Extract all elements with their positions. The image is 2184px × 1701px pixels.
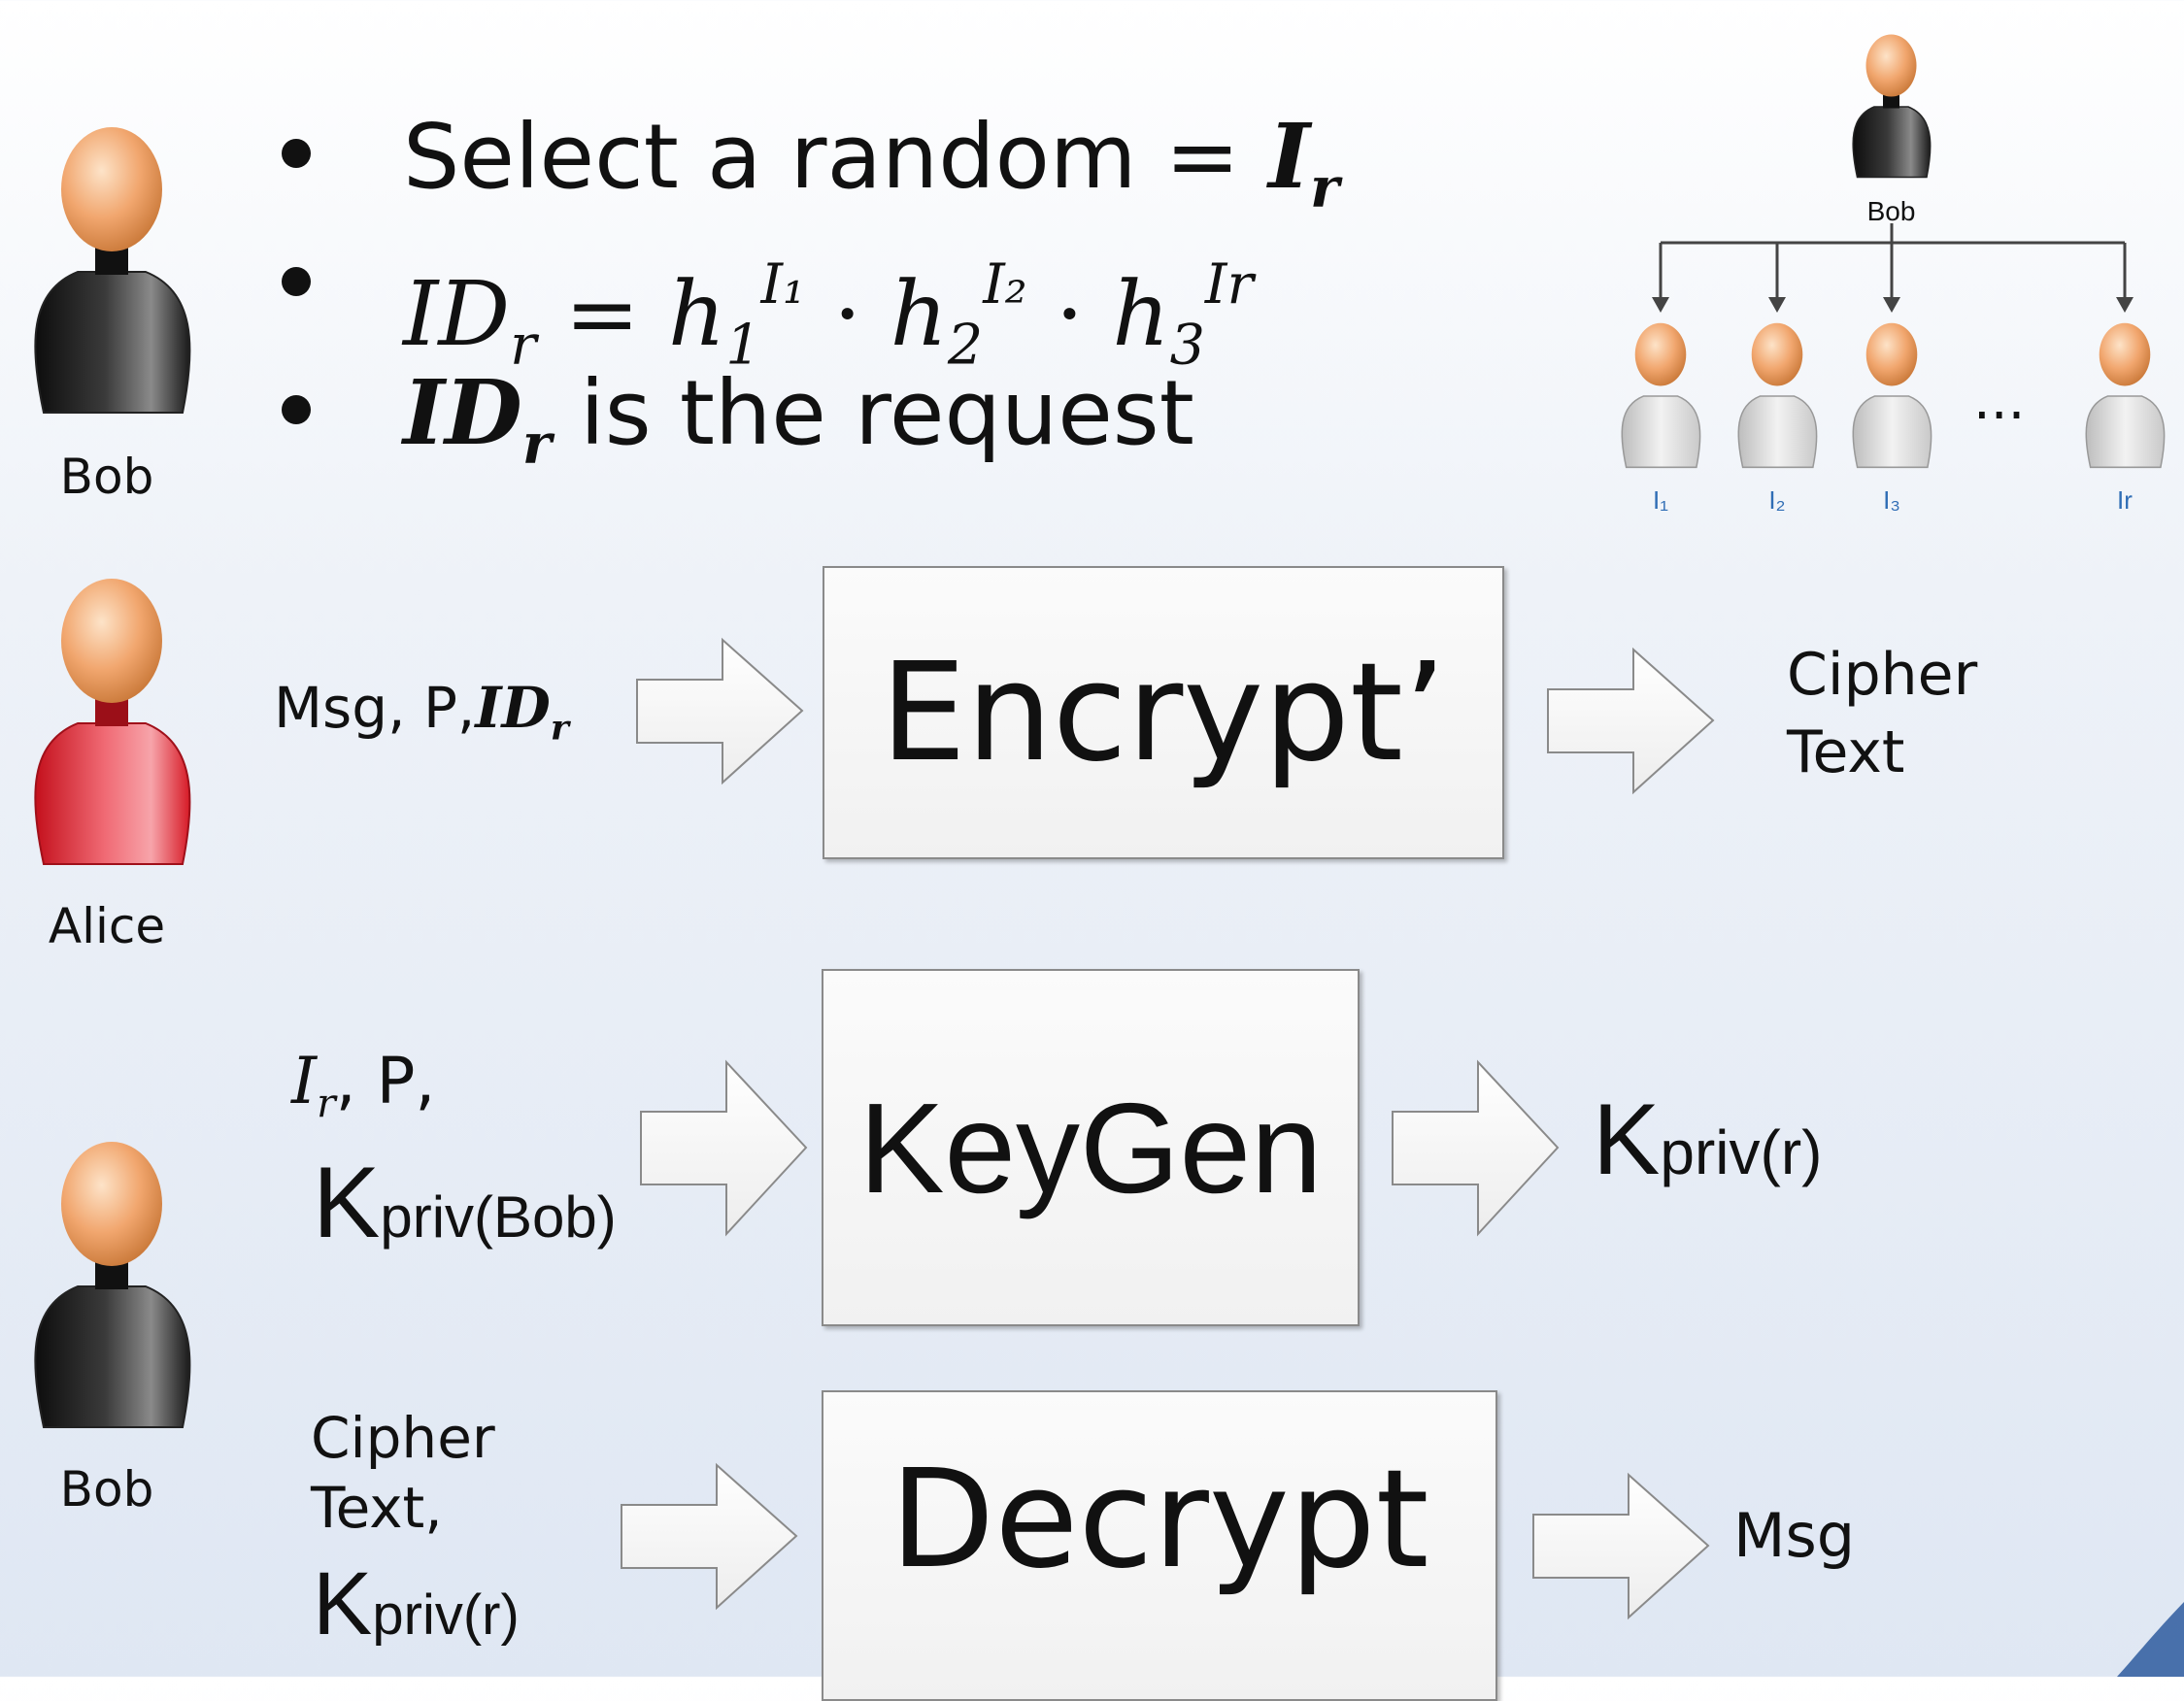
child-label: Ir — [2117, 485, 2133, 515]
encrypt-input: Msg, P,IDr — [274, 675, 569, 749]
decrypt-input-line: Text, — [311, 1475, 443, 1541]
bullet-dot — [282, 395, 311, 424]
decrypt-box-label: Decrypt — [890, 1441, 1429, 1599]
bullet-text: is the request — [551, 361, 1194, 465]
bob-bottom-person-icon — [34, 1142, 191, 1428]
decrypt-output: Msg — [1733, 1500, 1856, 1571]
bob-top-label: Bob — [59, 449, 154, 505]
bullet-list: Select a random = Ir IDr = h1I₁ · h2I₂ ·… — [282, 92, 1339, 477]
math-var: I — [291, 1044, 318, 1118]
keygen-input-text: , P, — [335, 1044, 436, 1118]
keygen-box: KeyGen — [822, 969, 1360, 1326]
math-sub: r — [1310, 154, 1340, 220]
bullet-dot — [282, 267, 311, 296]
child-person-icon — [2085, 322, 2166, 469]
math-op: · — [804, 261, 890, 366]
encrypt-box: Encrypt’ — [823, 566, 1504, 859]
hierarchy-root-label: Bob — [1866, 196, 1916, 226]
bullet-dot — [282, 139, 311, 168]
child-person-icon — [1852, 322, 1932, 469]
math-sub: r — [510, 313, 537, 378]
bullet-request: IDr is the request — [282, 349, 1339, 477]
math-sub: r — [550, 707, 569, 749]
math-sup: I₁ — [760, 252, 805, 317]
keygen-output: Kpriv(r) — [1593, 1083, 1822, 1198]
hierarchy-root-icon — [1852, 34, 1932, 179]
math-var: ID — [403, 261, 511, 366]
math-sub: 1 — [725, 313, 761, 378]
decrypt-box: Decrypt — [822, 1390, 1497, 1701]
bob-person-icon — [34, 127, 191, 414]
key-subscript: priv(r) — [1660, 1117, 1823, 1187]
key-subscript: priv(Bob) — [380, 1184, 617, 1250]
bullet-text: Select a random = — [403, 105, 1269, 209]
decrypt-input-key: Kpriv(r) — [313, 1553, 520, 1655]
key-symbol: K — [313, 1554, 373, 1653]
math-sub: 3 — [1169, 313, 1205, 378]
child-label: I₁ — [1653, 485, 1668, 515]
math-var: h — [667, 261, 726, 366]
bob-bottom-label: Bob — [59, 1461, 154, 1518]
arrow-right-icon — [636, 637, 804, 785]
math-var: h — [1112, 261, 1170, 366]
math-sub: r — [317, 1080, 336, 1127]
encrypt-input-text: Msg, P, — [274, 675, 476, 741]
arrow-right-icon — [1532, 1472, 1710, 1620]
keygen-input-key: Kpriv(Bob) — [313, 1146, 617, 1261]
arrow-right-icon — [1392, 1059, 1560, 1237]
math-sub: r — [521, 411, 552, 477]
keygen-box-label: KeyGen — [858, 1076, 1323, 1219]
alice-person-icon — [34, 579, 191, 865]
child-person-icon — [1621, 322, 1701, 469]
bullet-select-random: Select a random = Ir — [282, 92, 1339, 220]
math-sub: 2 — [947, 313, 984, 378]
key-symbol: K — [1593, 1084, 1661, 1196]
encrypt-output-line: Text — [1787, 718, 1905, 786]
math-sup: Ir — [1204, 252, 1254, 317]
arrow-right-icon — [1547, 647, 1715, 795]
encrypt-output-line: Cipher — [1787, 641, 1978, 709]
key-symbol: K — [313, 1147, 381, 1259]
arrow-right-icon — [640, 1059, 808, 1237]
encrypt-output: Cipher Text — [1787, 636, 1977, 791]
corner-swoosh — [2117, 1602, 2184, 1677]
decrypt-input-line: Cipher — [311, 1405, 495, 1471]
child-label: I₃ — [1883, 485, 1900, 515]
encrypt-box-label: Encrypt’ — [880, 633, 1447, 792]
math-sup: I₂ — [983, 252, 1027, 317]
key-subscript: priv(r) — [372, 1584, 520, 1647]
bullet-id-formula: IDr = h1I₁ · h2I₂ · h3Ir — [282, 220, 1339, 378]
math-var: h — [890, 261, 948, 366]
arrow-right-icon — [621, 1462, 798, 1611]
hierarchy-ellipsis: ... — [1973, 369, 2026, 432]
hierarchy-connectors — [1652, 223, 2134, 313]
math-var: I — [1268, 104, 1311, 209]
math-var: ID — [403, 360, 522, 465]
alice-label: Alice — [48, 898, 166, 954]
keygen-input-line1: Ir, P, — [291, 1044, 435, 1126]
child-label: I₂ — [1768, 485, 1786, 515]
math-op: = — [536, 261, 668, 366]
math-op: · — [1026, 261, 1113, 366]
decrypt-input: Cipher Text, — [311, 1403, 495, 1543]
math-var: ID — [475, 675, 551, 741]
child-person-icon — [1737, 322, 1818, 469]
